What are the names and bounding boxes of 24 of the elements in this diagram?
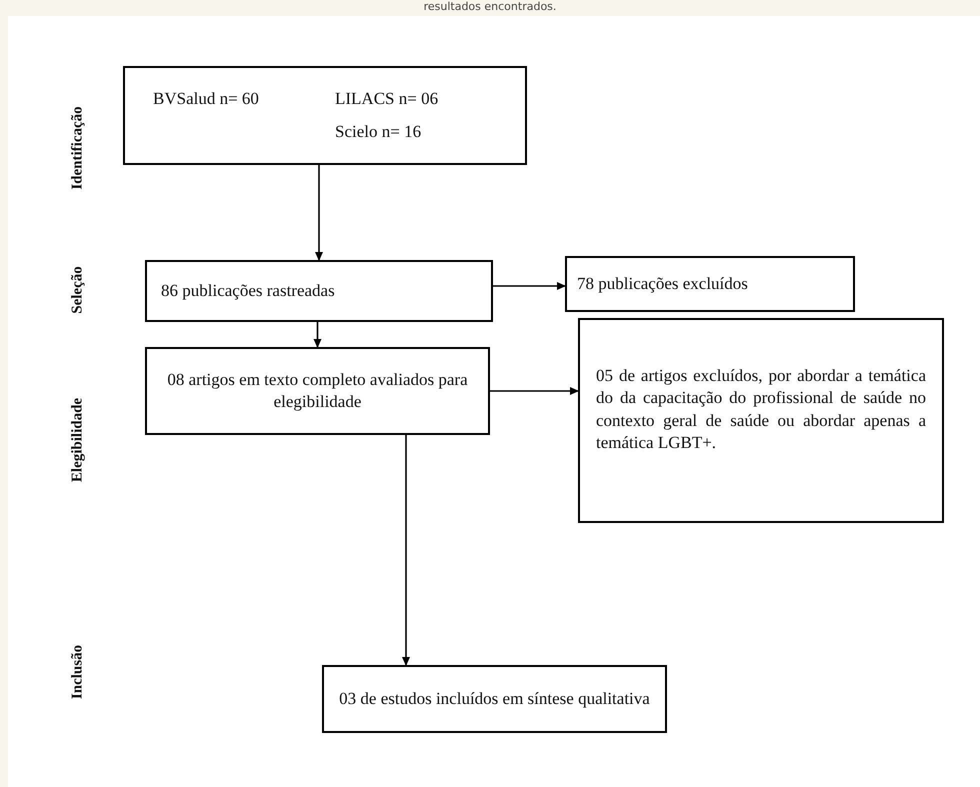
arrow	[493, 282, 566, 290]
process-box	[145, 347, 490, 435]
stage-label: Elegibilidade	[70, 398, 86, 482]
process-box	[145, 260, 493, 322]
arrow	[314, 322, 322, 348]
arrow	[490, 387, 579, 395]
box-text: 86 publicações rastreadas	[161, 280, 336, 302]
process-box	[123, 66, 527, 165]
box-text: LILACS n= 06	[335, 88, 440, 110]
process-box	[578, 318, 944, 523]
box-text: 78 publicações excluídos	[577, 272, 749, 295]
stage-label: Inclusão	[70, 644, 86, 700]
arrow	[315, 165, 323, 261]
box-text: 03 de estudos incluídos em síntese qualitativa	[338, 688, 651, 710]
box-text: Scielo n= 16	[335, 120, 422, 142]
process-box	[322, 665, 667, 733]
stage-label: Identificação	[70, 106, 86, 190]
box-text: 05 de artigos excluídos, por abordar a temática do da capacitação do profissional de saúde no contexto geral de saúde ou abordar apenas a temática LGBT+.	[596, 365, 926, 454]
box-text: BVSalud n= 60	[153, 88, 260, 110]
process-box	[565, 256, 855, 312]
box-text: 08 artigos em texto completo avaliados para elegibilidade	[167, 368, 468, 413]
stage-label: Seleção	[70, 266, 86, 314]
arrow	[402, 435, 410, 666]
caption-text: resultados encontrados.	[422, 0, 558, 14]
